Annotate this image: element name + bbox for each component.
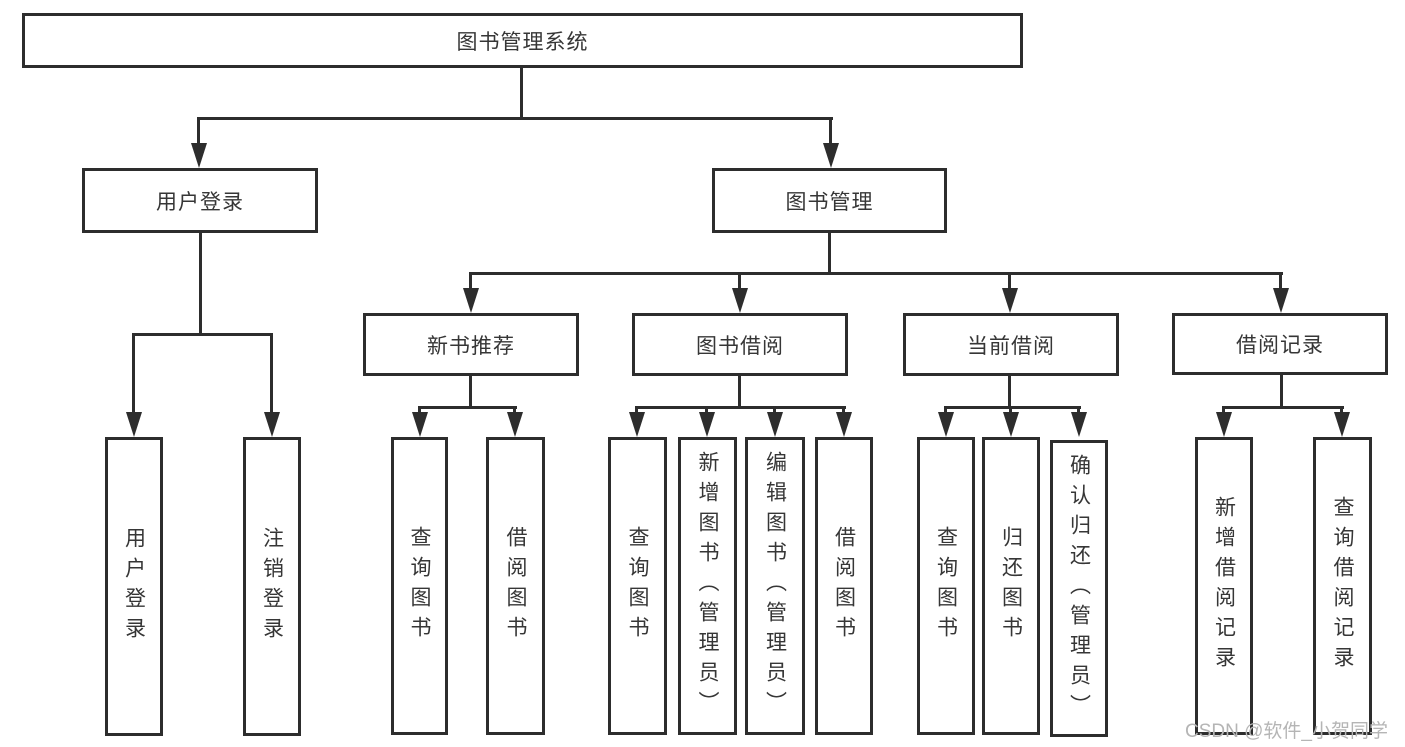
arrow-down-icon	[1002, 288, 1018, 313]
node-new-book-recommend: 新书推荐	[363, 313, 579, 376]
node-current-borrowing: 当前借阅	[903, 313, 1119, 376]
node-book-borrowing: 图书借阅	[632, 313, 848, 376]
arrow-down-icon	[1071, 412, 1087, 437]
connector-g5-bar	[1222, 406, 1344, 409]
connector-drop-borrow-records	[1279, 272, 1282, 290]
arrow-down-icon	[732, 288, 748, 313]
connector-g5-drop2	[1340, 406, 1343, 415]
leaf-edit-books-admin-label: 编辑图书（管理员）	[763, 451, 787, 721]
node-library-system: 图书管理系统	[22, 13, 1023, 68]
arrow-down-icon	[836, 412, 852, 437]
connector-g4-drop3	[1077, 406, 1080, 415]
connector-book-mgmt-stem	[828, 233, 831, 275]
connector-g4-drop1	[944, 406, 947, 415]
leaf-borrow-books-recommend-label: 借阅图书	[504, 526, 527, 646]
node-borrowing-records-label: 借阅记录	[1236, 334, 1324, 357]
leaf-query-borrow-record-label: 查询借阅记录	[1331, 496, 1354, 676]
leaf-borrow-books-borrowing: 借阅图书	[815, 437, 873, 735]
connector-g4-bar	[944, 406, 1081, 409]
leaf-logout: 注销登录	[243, 437, 301, 736]
leaf-add-borrow-record: 新增借阅记录	[1195, 437, 1253, 735]
leaf-user-login-label: 用户登录	[122, 526, 146, 647]
node-book-management-label: 图书管理	[785, 190, 874, 214]
arrow-down-icon	[699, 412, 715, 437]
connector-g3-drop1	[635, 406, 638, 415]
leaf-return-books: 归还图书	[982, 437, 1040, 735]
connector-g5-drop1	[1222, 406, 1225, 415]
arrow-down-icon	[507, 412, 523, 437]
connector-level2-bar	[197, 117, 833, 120]
connector-root-stem	[520, 68, 523, 119]
arrow-down-icon	[126, 412, 142, 437]
connector-g3-drop4	[842, 406, 845, 415]
connector-level3-bar	[469, 272, 1283, 275]
connector-drop-book-borrow	[738, 272, 741, 290]
node-book-management: 图书管理	[712, 168, 947, 233]
leaf-query-borrow-record: 查询借阅记录	[1313, 437, 1372, 735]
leaf-confirm-return-admin: 确认归还（管理员）	[1050, 440, 1108, 737]
connector-drop-new-books	[469, 272, 472, 290]
connector-drop-book-mgmt	[829, 117, 832, 146]
leaf-add-books-admin: 新增图书（管理员）	[678, 437, 737, 735]
leaf-add-books-admin-label: 新增图书（管理员）	[696, 451, 719, 721]
node-current-borrowing-label: 当前借阅	[967, 334, 1055, 358]
connector-g3-drop3	[773, 406, 776, 415]
leaf-query-books-recommend-label: 查询图书	[408, 526, 431, 646]
arrow-down-icon	[1273, 288, 1289, 313]
arrow-down-icon	[1334, 412, 1350, 437]
node-book-borrowing-label: 图书借阅	[696, 334, 784, 358]
connector-drop-logout-leaf	[270, 333, 273, 414]
leaf-return-books-label: 归还图书	[999, 526, 1023, 646]
connector-g4-stem	[1008, 376, 1011, 409]
connector-drop-current-borrow	[1008, 272, 1011, 290]
connector-g3-stem	[738, 376, 741, 409]
leaf-query-books-current: 查询图书	[917, 437, 975, 735]
connector-g2-stem	[469, 376, 472, 409]
connector-g2-drop2	[513, 406, 516, 415]
arrow-down-icon	[191, 143, 207, 168]
connector-user-login-bar	[132, 333, 273, 336]
arrow-down-icon	[264, 412, 280, 437]
arrow-down-icon	[938, 412, 954, 437]
watermark: CSDN @软件_小贺同学	[1185, 721, 1388, 742]
arrow-down-icon	[823, 143, 839, 168]
node-library-system-label: 图书管理系统	[456, 30, 589, 54]
arrow-down-icon	[1003, 412, 1019, 437]
connector-drop-login-leaf	[132, 333, 135, 414]
arrow-down-icon	[412, 412, 428, 437]
leaf-confirm-return-admin-label: 确认归还（管理员）	[1067, 453, 1091, 724]
connector-g3-bar	[635, 406, 846, 409]
arrow-down-icon	[629, 412, 645, 437]
leaf-logout-label: 注销登录	[260, 526, 284, 647]
leaf-edit-books-admin: 编辑图书（管理员）	[745, 437, 805, 735]
connector-g3-drop2	[705, 406, 708, 415]
connector-drop-user-login	[197, 117, 200, 146]
connector-g5-stem	[1280, 375, 1283, 409]
connector-user-login-stem	[199, 233, 202, 336]
node-new-book-recommend-label: 新书推荐	[427, 334, 515, 358]
node-user-login: 用户登录	[82, 168, 318, 233]
arrow-down-icon	[463, 288, 479, 313]
leaf-query-books-current-label: 查询图书	[934, 526, 958, 646]
node-user-login-label: 用户登录	[156, 190, 244, 214]
connector-g4-drop2	[1009, 406, 1012, 415]
leaf-user-login: 用户登录	[105, 437, 163, 736]
connector-g2-bar	[418, 406, 517, 409]
leaf-borrow-books-borrowing-label: 借阅图书	[832, 526, 856, 646]
leaf-borrow-books-recommend: 借阅图书	[486, 437, 545, 735]
arrow-down-icon	[767, 412, 783, 437]
leaf-query-books-borrowing: 查询图书	[608, 437, 667, 735]
leaf-add-borrow-record-label: 新增借阅记录	[1212, 496, 1236, 676]
leaf-query-books-borrowing-label: 查询图书	[626, 526, 649, 646]
node-borrowing-records: 借阅记录	[1172, 313, 1388, 375]
leaf-query-books-recommend: 查询图书	[391, 437, 448, 735]
connector-g2-drop1	[418, 406, 421, 415]
arrow-down-icon	[1216, 412, 1232, 437]
